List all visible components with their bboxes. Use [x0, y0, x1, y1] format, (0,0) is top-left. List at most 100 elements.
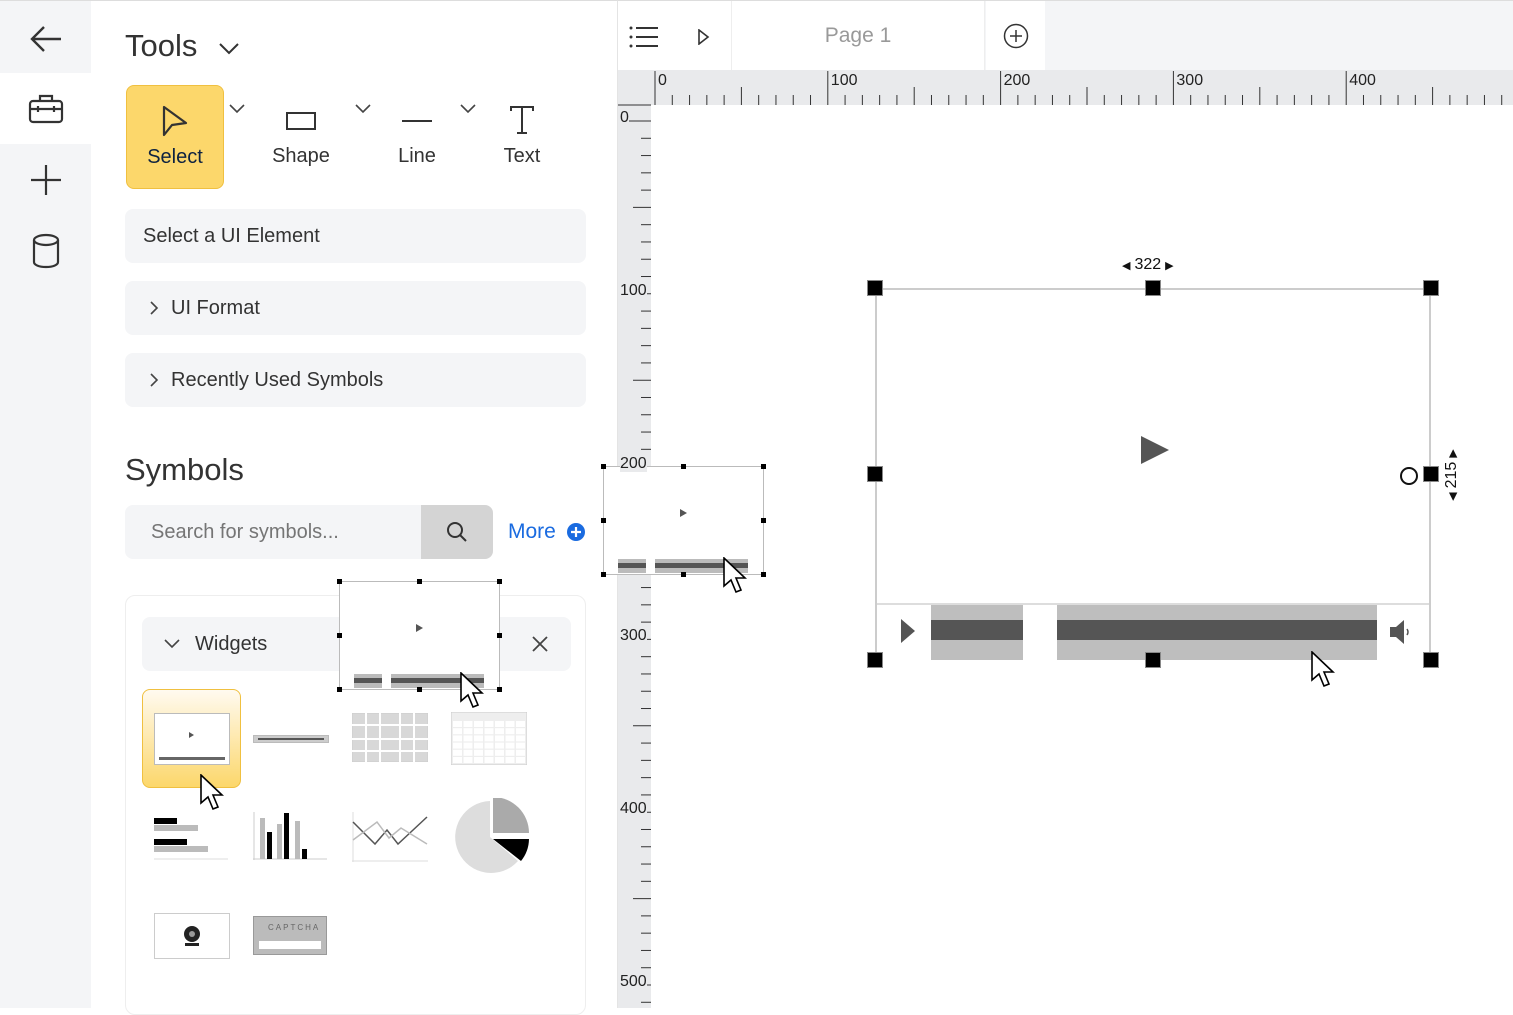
preview-handle — [497, 579, 502, 584]
height-value: 215 — [1443, 461, 1460, 489]
line-tool[interactable]: Line — [368, 85, 466, 189]
resize-handle[interactable] — [1423, 652, 1439, 668]
add-page-button[interactable] — [986, 1, 1045, 70]
symbol-calendar[interactable] — [451, 712, 527, 765]
ui-format-section[interactable]: UI Format — [125, 281, 586, 335]
ruler-label: 400 — [1349, 72, 1376, 89]
ruler-label: 200 — [620, 454, 647, 472]
rail-item-data[interactable] — [0, 215, 91, 286]
preview-handle — [601, 572, 606, 577]
symbol-search-input[interactable] — [125, 505, 422, 559]
shape-options-chevron-icon[interactable] — [355, 104, 371, 114]
select-label: Select — [147, 146, 203, 168]
rail-item-tools[interactable] — [0, 73, 91, 144]
symbol-vertical-bar-chart[interactable] — [253, 812, 327, 860]
select-options-chevron-icon[interactable] — [229, 104, 245, 114]
symbol-video-player[interactable] — [142, 689, 241, 788]
recently-used-section[interactable]: Recently Used Symbols — [125, 353, 586, 407]
text-icon — [510, 106, 534, 134]
pointer-icon — [162, 105, 188, 137]
rotate-handle[interactable] — [1400, 467, 1418, 485]
preview-handle — [761, 572, 766, 577]
ruler-label: 500 — [620, 973, 647, 990]
preview-handle — [337, 579, 342, 584]
back-arrow-icon — [29, 25, 61, 52]
preview-handle — [417, 579, 422, 584]
captcha-logo: CAPTCHA — [268, 923, 321, 932]
chevron-right-icon — [150, 373, 159, 387]
preview-handle — [337, 687, 342, 692]
left-rail — [0, 0, 91, 1008]
mouse-cursor-icon — [200, 774, 224, 811]
webcam-icon — [184, 926, 200, 946]
preview-handle — [681, 464, 686, 469]
back-button[interactable] — [0, 3, 91, 74]
symbol-audio-player[interactable] — [253, 735, 329, 743]
volume-icon — [1390, 620, 1409, 644]
width-value: 322 — [1134, 256, 1162, 273]
shape-label: Shape — [272, 145, 330, 167]
ruler-label: 300 — [1176, 72, 1204, 89]
width-indicator: ◀322▶ — [1122, 256, 1174, 273]
play-preview-icon[interactable] — [698, 29, 710, 45]
more-symbols-link[interactable]: More — [508, 520, 586, 544]
video-controls — [877, 603, 1429, 660]
page-list-icon[interactable] — [629, 26, 659, 48]
tools-title-label: Tools — [125, 28, 198, 63]
ruler-label: 0 — [620, 109, 629, 126]
resize-handle[interactable] — [867, 466, 883, 482]
database-icon — [32, 233, 59, 268]
resize-handle[interactable] — [1423, 466, 1439, 482]
resize-handle[interactable] — [867, 280, 883, 296]
symbol-horizontal-bar-chart[interactable] — [154, 814, 228, 860]
preview-handle — [417, 687, 422, 692]
close-icon[interactable] — [532, 636, 548, 652]
symbols-title: Symbols — [125, 452, 244, 487]
select-tool[interactable]: Select — [126, 85, 224, 189]
shape-tool[interactable]: Shape — [252, 85, 350, 189]
mouse-cursor-icon — [460, 672, 484, 709]
ruler-label: 400 — [620, 800, 647, 818]
widgets-label: Widgets — [195, 632, 268, 655]
toolbox-icon — [28, 94, 63, 123]
symbol-webcam[interactable] — [154, 913, 230, 959]
resize-handle[interactable] — [1145, 280, 1161, 296]
control-play-icon — [901, 619, 915, 643]
rail-item-add[interactable] — [0, 144, 91, 215]
line-options-chevron-icon[interactable] — [460, 104, 476, 114]
tools-title[interactable]: Tools — [125, 28, 240, 64]
chevron-down-icon — [164, 639, 180, 649]
symbol-pie-chart[interactable] — [451, 798, 529, 876]
preview-handle — [601, 518, 606, 523]
ruler-label: 0 — [658, 72, 667, 89]
text-tool[interactable]: Text — [473, 85, 571, 189]
preview-handle — [601, 464, 606, 469]
progress-track — [931, 605, 1377, 660]
tab-page-1[interactable]: Page 1 — [732, 1, 985, 70]
drag-preview-video-player — [603, 466, 764, 575]
preview-handle — [761, 518, 766, 523]
page-tab-label: Page 1 — [824, 23, 892, 47]
plus-circle-icon — [1003, 23, 1028, 48]
ruler-label: 200 — [1003, 72, 1031, 89]
preview-handle — [761, 464, 766, 469]
search-icon — [447, 522, 467, 542]
horizontal-ruler[interactable] — [618, 70, 1513, 105]
select-ui-element-section[interactable]: Select a UI Element — [125, 209, 586, 263]
symbol-map[interactable] — [352, 713, 428, 762]
resize-handle[interactable] — [1423, 280, 1439, 296]
more-label: More — [508, 520, 556, 543]
recently-used-label: Recently Used Symbols — [171, 368, 384, 391]
resize-handle[interactable] — [867, 652, 883, 668]
page-controls — [618, 1, 732, 70]
resize-handle[interactable] — [1145, 652, 1161, 668]
symbol-line-chart[interactable] — [352, 812, 428, 862]
search-button[interactable] — [421, 505, 493, 559]
preview-handle — [497, 687, 502, 692]
preview-handle — [681, 572, 686, 577]
progress-thumb — [1023, 605, 1057, 660]
video-player-element[interactable] — [875, 288, 1431, 660]
ruler-label: 100 — [830, 72, 858, 89]
mouse-cursor-icon — [1311, 651, 1335, 688]
symbol-captcha[interactable]: CAPTCHA — [253, 916, 327, 955]
